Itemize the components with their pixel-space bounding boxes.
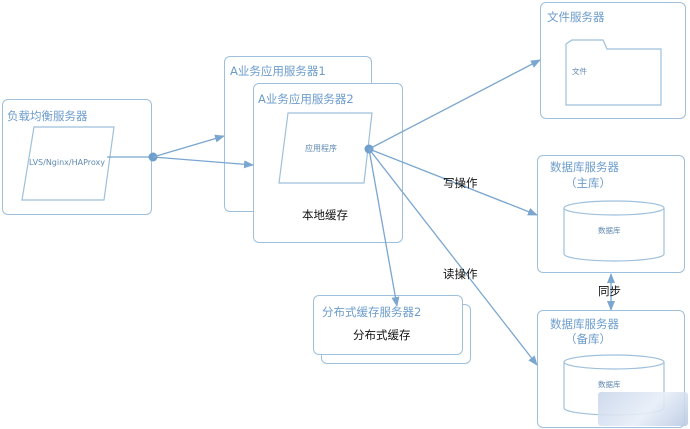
- local-cache-label: 本地缓存: [302, 208, 348, 222]
- app-server-1-title: A业务应用服务器1: [230, 64, 326, 78]
- db-master-label: 数据库: [598, 226, 621, 235]
- sync-label: 同步: [598, 284, 621, 298]
- folder-icon: [565, 39, 662, 106]
- cache-server-title: 分布式缓存服务器2: [322, 305, 422, 319]
- read-operation-label: 读操作: [443, 267, 478, 281]
- db-slave-subtitle: （备库）: [565, 332, 611, 346]
- edge-lb-to-app2: [152, 156, 254, 169]
- db-master-subtitle: （主库）: [565, 176, 611, 190]
- cache-server-box: [313, 295, 463, 355]
- load-balancer-title: 负载均衡服务器: [7, 109, 88, 123]
- write-operation-label: 写操作: [443, 176, 478, 190]
- file-server-title: 文件服务器: [547, 10, 605, 24]
- edge-to-cache-server: [368, 148, 400, 307]
- edge-to-file-server: [368, 59, 541, 150]
- folder-label: 文件: [572, 67, 587, 76]
- db-slave-title: 数据库服务器: [550, 317, 619, 331]
- database-cylinder-icon: [563, 200, 665, 262]
- app-program-shape: [278, 112, 373, 184]
- db-master-title: 数据库服务器: [550, 160, 619, 174]
- load-balancer-shape: [21, 126, 115, 201]
- edge-read-to-db-slave: [368, 148, 538, 366]
- logo-watermark-icon: [598, 392, 688, 426]
- edge-lb-to-app1: [152, 134, 225, 158]
- edge-write-to-db-master: [368, 148, 538, 216]
- load-balancer-software-label: LVS/Nginx/HAProxy: [29, 158, 106, 167]
- distributed-cache-label: 分布式缓存: [353, 328, 411, 342]
- app-server-2-title: A业务应用服务器2: [258, 92, 354, 106]
- db-slave-label: 数据库: [598, 380, 621, 389]
- app-program-label: 应用程序: [305, 144, 337, 153]
